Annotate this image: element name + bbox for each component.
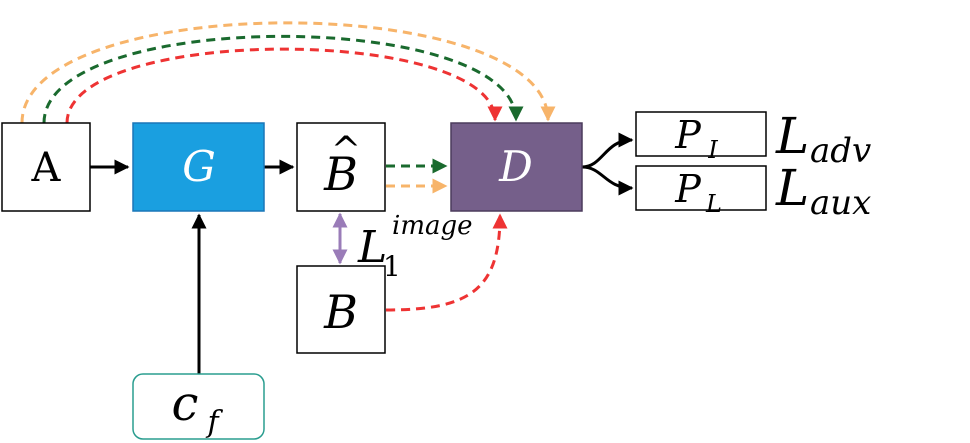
arrow-d-to-pi — [581, 132, 634, 169]
node-p-i-subscript: I — [707, 136, 718, 164]
loss-l1-image-label: L — [357, 222, 387, 273]
node-c-f-label: c — [172, 376, 199, 432]
node-p-l-subscript: L — [705, 190, 722, 218]
arrow-b-to-d-red — [385, 213, 508, 312]
node-c-f: c f — [132, 373, 265, 440]
node-d-label: D — [498, 142, 533, 191]
node-p-i: P I — [635, 111, 767, 164]
arc-a-to-d-red — [65, 47, 503, 124]
loss-l-aux: L aux — [775, 159, 871, 223]
loss-l-adv-label: L — [775, 107, 809, 165]
node-a: A — [1, 122, 91, 212]
arc-a-to-d-green — [42, 34, 524, 124]
loss-l1-image-superscript: image — [392, 211, 473, 241]
node-b-label: B — [323, 285, 358, 339]
node-g: G — [132, 122, 265, 212]
loss-l1-image: L 1 image — [357, 211, 473, 283]
node-b-hat-label: B — [323, 147, 358, 201]
loss-l-aux-label: L — [775, 159, 809, 217]
node-d: D — [450, 122, 583, 212]
node-p-l-label: P — [674, 167, 702, 211]
loss-l-adv: L adv — [775, 107, 871, 171]
node-g-label: G — [182, 142, 216, 191]
arrow-d-to-pl — [581, 165, 634, 196]
node-b: B — [296, 265, 386, 354]
arc-a-to-d-orange — [20, 21, 556, 124]
loss-l-adv-subscript: adv — [810, 131, 871, 171]
node-b-hat-accent: ^ — [331, 130, 361, 171]
node-p-i-label: P — [674, 113, 702, 157]
node-p-l: P L — [635, 165, 767, 218]
node-b-hat: B ^ — [296, 122, 386, 212]
node-a-label: A — [31, 145, 62, 191]
loss-l1-image-subscript: 1 — [383, 250, 401, 283]
loss-l-aux-subscript: aux — [810, 183, 871, 223]
